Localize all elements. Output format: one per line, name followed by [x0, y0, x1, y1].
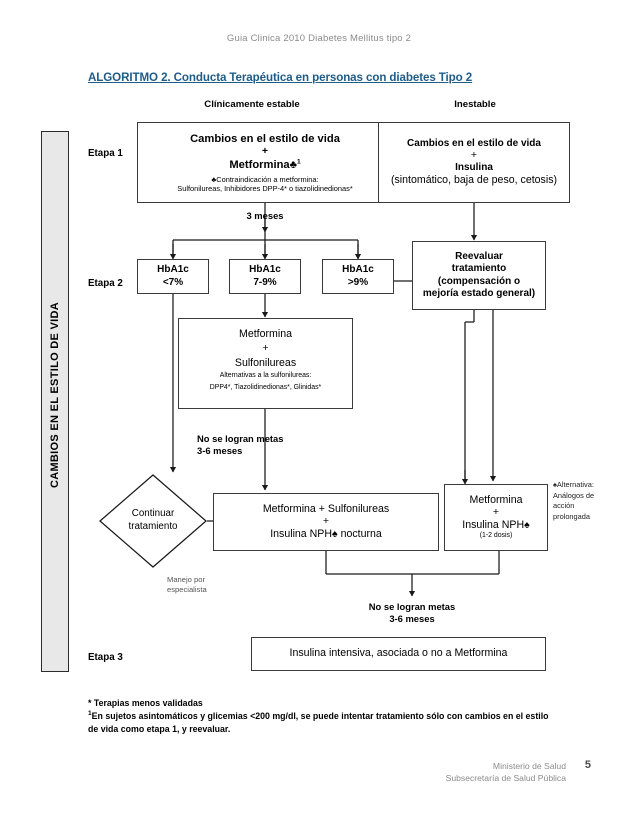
mi-plus: +: [492, 506, 500, 519]
annotation-no-goals-2: No se logran metas 3-6 meses: [368, 601, 456, 625]
hba1c-low-label: HbA1c: [157, 264, 189, 275]
page-title: ALGORITMO 2. Conducta Terapéutica en per…: [88, 71, 473, 84]
intensive-line1: Insulina intensiva, asociada o no a Metf…: [289, 647, 508, 660]
unstable-line2: Insulina: [455, 161, 493, 173]
column-header-stable: Clínicamente estable: [204, 99, 300, 110]
mi-note: (1-2 dosis): [479, 532, 513, 540]
metsulfo-note1: Alternativas a la sulfonilureas:: [219, 372, 312, 380]
stage-label-2: Etapa 2: [88, 278, 123, 289]
column-header-unstable: Inestable: [454, 99, 496, 110]
msi-plus: +: [322, 515, 330, 528]
continue-line2: tratamiento: [128, 521, 178, 532]
box-hba1c-low: HbA1c <7%: [137, 259, 209, 294]
stable-note1: ♣Contraindicación a metformina:: [211, 174, 319, 184]
sidebar-label: CAMBIOS EN EL ESTILO DE VIDA: [49, 301, 61, 489]
hba1c-mid-label: HbA1c: [249, 264, 281, 275]
reevaluate-line3: (compensación o: [437, 275, 521, 287]
stage-label-3: Etapa 3: [88, 652, 123, 663]
stable-line1: Cambios en el estilo de vida: [190, 132, 340, 145]
metsulfo-note2: DPP4*, Tiazolidinedionas*, Glinidas*: [209, 383, 322, 391]
box-unstable-start: Cambios en el estilo de vida + Insulina …: [378, 122, 570, 203]
unstable-line3: (sintomático, baja de peso, cetosis): [390, 174, 558, 187]
msi-line1: Metformina + Sulfonilureas: [262, 502, 390, 515]
msi-line2: Insulina NPH♠ nocturna: [270, 527, 382, 540]
hba1c-low-value: <7%: [162, 276, 184, 288]
hba1c-high-value: >9%: [347, 276, 369, 288]
document-header: Guia Clinica 2010 Diabetes Mellitus tipo…: [226, 33, 412, 44]
footer-line1: Ministerio de Salud: [492, 761, 566, 771]
box-stable-start: Cambios en el estilo de vida + Metformin…: [137, 122, 393, 203]
stable-line2: Metformina♣1: [229, 157, 301, 171]
annotation-specialist: Manejo por especialista: [167, 575, 207, 595]
reevaluate-line2: tratamiento: [451, 263, 507, 274]
footer-line2: Subsecretaría de Salud Pública: [445, 773, 566, 784]
box-intensive-insulin: Insulina intensiva, asociada o no a Metf…: [251, 637, 546, 671]
box-hba1c-high: HbA1c >9%: [322, 259, 394, 294]
annotation-alternative: ♠Alternativa: Análogos de acción prolong…: [553, 480, 595, 522]
box-metformina-insulina: Metformina + Insulina NPH♠ (1-2 dosis): [444, 484, 548, 551]
box-reevaluate: Reevaluar tratamiento (compensación o me…: [412, 241, 546, 310]
lifestyle-sidebar: CAMBIOS EN EL ESTILO DE VIDA: [41, 131, 69, 672]
metsulfo-line2: Sulfonilureas: [234, 356, 297, 369]
hba1c-high-label: HbA1c: [342, 264, 374, 275]
continue-line1: Continuar: [131, 508, 175, 520]
page-footer: Ministerio de Salud Subsecretaría de Sal…: [446, 760, 566, 785]
box-metformina-sulfonilureas: Metformina + Sulfonilureas Alternativas …: [178, 318, 353, 409]
mi-line2: Insulina NPH♠: [462, 518, 530, 531]
footnote-asterisk: * Terapias menos validadas: [88, 698, 203, 708]
stage-label-1: Etapa 1: [88, 148, 123, 159]
stable-plus: +: [261, 144, 269, 157]
decision-continue-treatment: Continuar tratamiento: [98, 473, 208, 569]
box-hba1c-mid: HbA1c 7-9%: [229, 259, 301, 294]
hba1c-mid-value: 7-9%: [253, 276, 277, 288]
stable-note2: Sulfonilureas, Inhibidores DPP-4* o tiaz…: [177, 183, 353, 193]
footnotes: * Terapias menos validadas 1En sujetos a…: [88, 697, 558, 735]
annotation-three-months: 3 meses: [246, 210, 284, 221]
metsulfo-line1: Metformina: [239, 328, 292, 340]
annotation-no-goals-1: No se logran metas 3-6 meses: [197, 433, 284, 457]
mi-line1: Metformina: [469, 494, 523, 507]
reevaluate-line1: Reevaluar: [455, 250, 503, 262]
unstable-plus: +: [470, 149, 478, 162]
metsulfo-plus: +: [262, 342, 269, 355]
footnote-one: 1En sujetos asintomáticos y glicemias <2…: [88, 710, 549, 734]
box-metformina-sulfonilureas-insulina: Metformina + Sulfonilureas + Insulina NP…: [213, 493, 439, 551]
reevaluate-line4: mejoría estado general): [422, 288, 536, 299]
page-number: 5: [584, 759, 591, 771]
unstable-line1: Cambios en el estilo de vida: [407, 137, 541, 149]
